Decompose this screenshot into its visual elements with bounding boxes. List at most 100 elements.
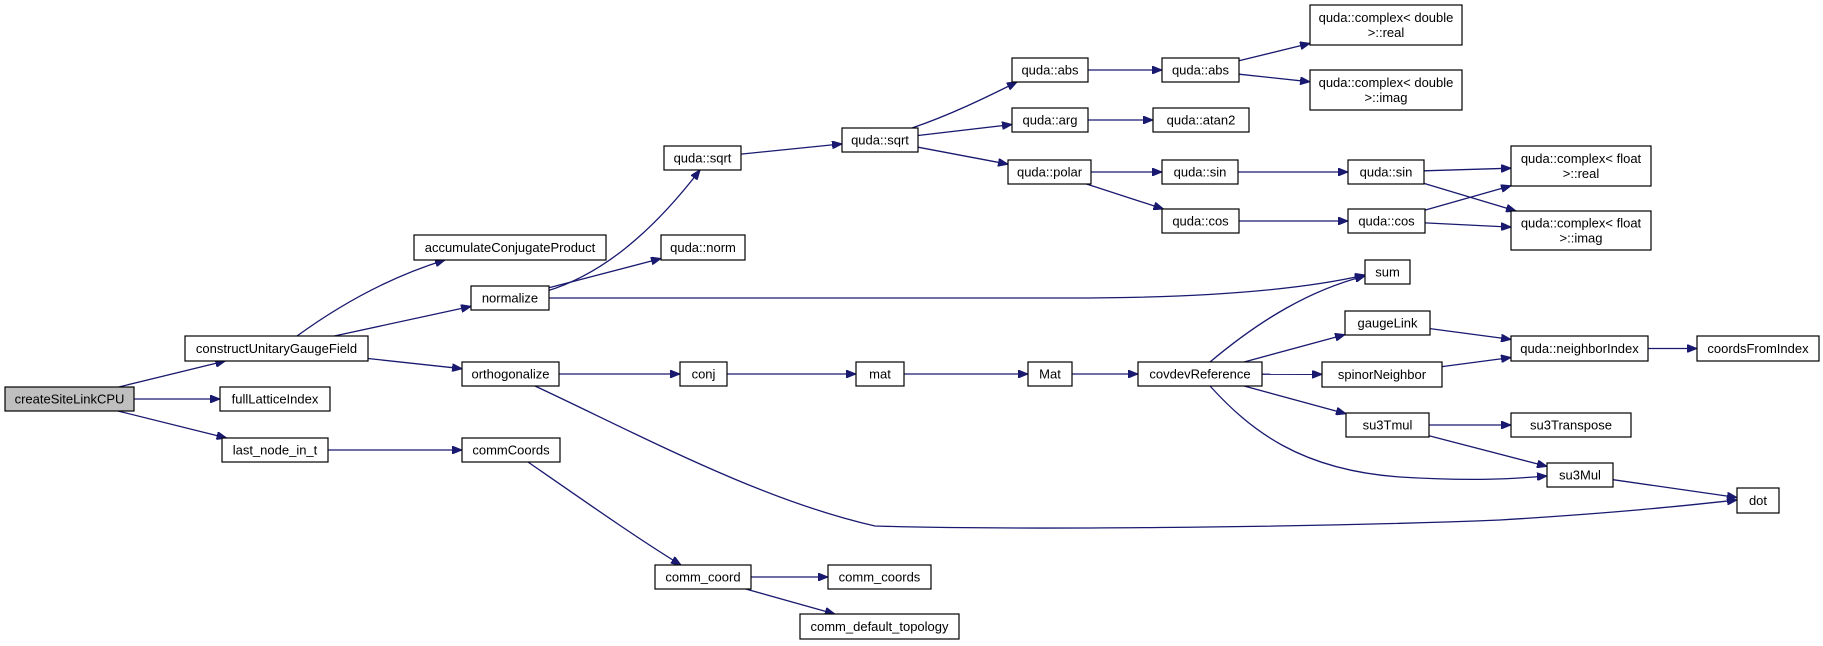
node-su3Mul[interactable]: su3Mul [1546, 462, 1614, 488]
node-covdevReference[interactable]: covdevReference [1137, 361, 1263, 387]
node-box [1161, 159, 1239, 185]
edge-covdevReference-to-su3Mul [1209, 385, 1547, 479]
node-su3Transpose[interactable]: su3Transpose [1510, 412, 1632, 438]
node-label: quda::atan2 [1167, 113, 1236, 128]
node-label: quda::norm [670, 240, 736, 255]
node-label: quda::complex< float [1521, 216, 1642, 231]
node-label: quda::sqrt [674, 151, 732, 166]
node-commCoords[interactable]: commCoords [461, 437, 561, 463]
node-Mat[interactable]: Mat [1027, 361, 1073, 387]
node-box [654, 564, 752, 590]
node-box [1347, 159, 1425, 185]
node-box [1152, 107, 1250, 133]
node-quda_polar[interactable]: quda::polar [1007, 159, 1092, 185]
node-box [663, 145, 742, 171]
node-su3Tmul[interactable]: su3Tmul [1345, 412, 1430, 438]
node-mat[interactable]: mat [855, 361, 905, 387]
node-complex_float_imag[interactable]: quda::complex< float>::imag [1510, 210, 1652, 251]
node-box [799, 613, 960, 640]
edge-covdevReference-to-sum [1209, 276, 1365, 363]
node-label: gaugeLink [1358, 316, 1418, 331]
node-quda_atan2[interactable]: quda::atan2 [1152, 107, 1250, 133]
node-orthogonalize[interactable]: orthogonalize [461, 361, 560, 387]
node-box [184, 335, 369, 362]
node-box [1546, 462, 1614, 488]
node-comm_default_topology[interactable]: comm_default_topology [799, 613, 960, 640]
node-last_node_in_t[interactable]: last_node_in_t [221, 437, 329, 463]
node-box [1696, 335, 1820, 362]
node-label: conj [692, 367, 716, 382]
node-box [679, 361, 728, 387]
node-box [1011, 57, 1089, 83]
node-label: su3Mul [1559, 468, 1601, 483]
node-label: fullLatticeIndex [232, 392, 319, 407]
node-label: sum [1375, 265, 1400, 280]
node-label: >::real [1563, 166, 1600, 181]
node-quda_sqrt_2[interactable]: quda::sqrt [841, 127, 919, 153]
edge-spinorNeighbor-to-quda_neighborIndex [1441, 358, 1511, 368]
node-box [413, 234, 607, 261]
edge-constructUnitaryGaugeField-to-orthogonalize [367, 357, 462, 369]
node-box [1027, 361, 1073, 387]
node-box [660, 234, 746, 261]
edge-normalize-to-quda_sqrt_1 [546, 170, 700, 292]
node-box [841, 127, 919, 153]
node-label: comm_coords [839, 570, 921, 585]
node-constructUnitaryGaugeField[interactable]: constructUnitaryGaugeField [184, 335, 369, 362]
node-box [470, 285, 550, 311]
node-sum[interactable]: sum [1364, 259, 1411, 285]
edge-quda_sqrt_2-to-quda_arg [917, 125, 1012, 137]
edge-commCoords-to-comm_coord [527, 461, 681, 565]
node-quda_neighborIndex[interactable]: quda::neighborIndex [1510, 335, 1649, 362]
node-label: su3Transpose [1530, 418, 1612, 433]
node-quda_sin_2[interactable]: quda::sin [1347, 159, 1425, 185]
node-conj[interactable]: conj [679, 361, 728, 387]
node-spinorNeighbor[interactable]: spinorNeighbor [1321, 361, 1443, 388]
node-box [1321, 361, 1443, 388]
node-box [855, 361, 905, 387]
node-comm_coords[interactable]: comm_coords [827, 564, 932, 590]
node-box [1011, 107, 1089, 133]
node-label: >::imag [1560, 231, 1603, 246]
node-dot[interactable]: dot [1736, 487, 1780, 514]
node-quda_cos_1[interactable]: quda::cos [1161, 208, 1240, 234]
edge-quda_sqrt_1-to-quda_sqrt_2 [740, 144, 842, 155]
node-box [1510, 210, 1652, 251]
node-box [1736, 487, 1780, 514]
node-box [1161, 57, 1240, 83]
node-box [4, 386, 135, 412]
node-box [1137, 361, 1263, 387]
node-quda_abs_1[interactable]: quda::abs [1011, 57, 1089, 83]
node-coordsFromIndex[interactable]: coordsFromIndex [1696, 335, 1820, 362]
node-quda_sqrt_1[interactable]: quda::sqrt [663, 145, 742, 171]
node-box [221, 437, 329, 463]
node-comm_coord[interactable]: comm_coord [654, 564, 752, 590]
node-label: quda::sqrt [851, 133, 909, 148]
node-label: quda::sin [1174, 165, 1227, 180]
node-normalize[interactable]: normalize [470, 285, 550, 311]
node-gaugeLink[interactable]: gaugeLink [1344, 310, 1431, 336]
node-box [1345, 412, 1430, 438]
node-label: covdevReference [1149, 367, 1250, 382]
node-quda_abs_2[interactable]: quda::abs [1161, 57, 1240, 83]
node-fullLatticeIndex[interactable]: fullLatticeIndex [219, 386, 331, 412]
node-label: createSiteLinkCPU [15, 392, 125, 407]
edge-gaugeLink-to-quda_neighborIndex [1429, 327, 1511, 340]
node-createSiteLinkCPU[interactable]: createSiteLinkCPU [4, 386, 135, 412]
node-label: spinorNeighbor [1338, 367, 1427, 382]
node-accumulateConjugateProduct[interactable]: accumulateConjugateProduct [413, 234, 607, 261]
node-label: comm_default_topology [810, 619, 949, 634]
node-label: quda::complex< double [1319, 10, 1454, 25]
node-complex_double_real[interactable]: quda::complex< double>::real [1309, 4, 1463, 46]
node-quda_sin_1[interactable]: quda::sin [1161, 159, 1239, 185]
node-box [1347, 208, 1426, 234]
node-box [1510, 412, 1632, 438]
node-quda_arg[interactable]: quda::arg [1011, 107, 1089, 133]
node-box [1510, 335, 1649, 362]
node-box [1309, 4, 1463, 46]
node-quda_norm[interactable]: quda::norm [660, 234, 746, 261]
node-complex_float_real[interactable]: quda::complex< float>::real [1510, 145, 1652, 187]
node-complex_double_imag[interactable]: quda::complex< double>::imag [1309, 69, 1463, 111]
edge-quda_abs_2-to-complex_double_real [1238, 43, 1310, 62]
node-quda_cos_2[interactable]: quda::cos [1347, 208, 1426, 234]
